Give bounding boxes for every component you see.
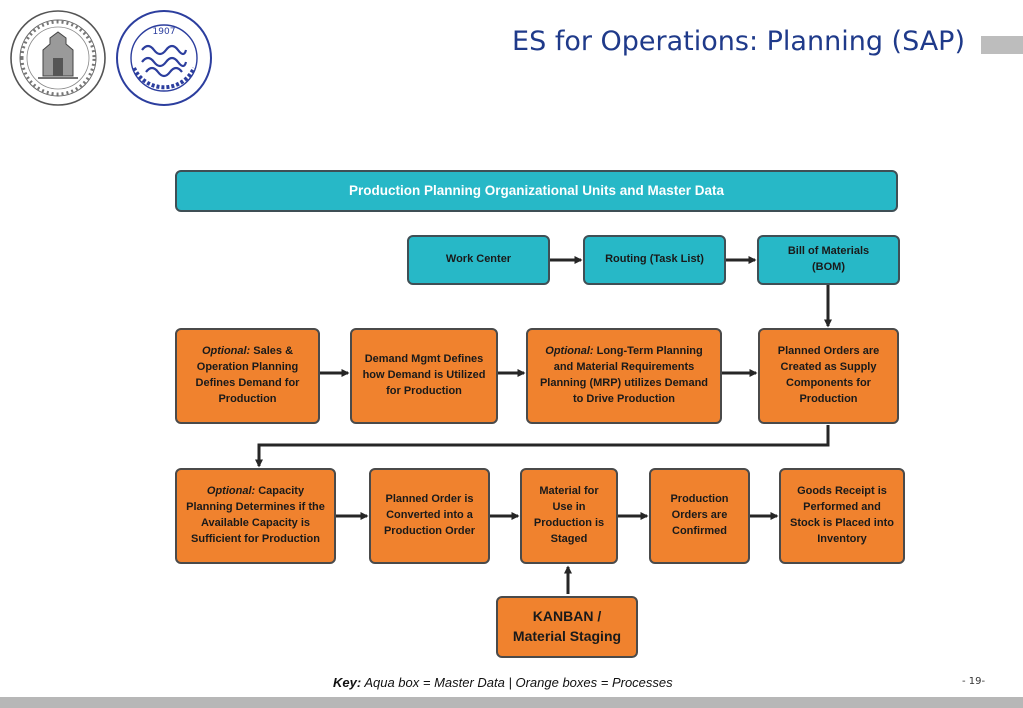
key-label: Key: (333, 675, 362, 690)
diagram-key: Key: Aqua box = Master Data | Orange box… (333, 675, 673, 690)
politecnico-torino-seal-logo (10, 10, 106, 106)
process-orders-confirmed: Production Orders are Confirmed (649, 468, 750, 564)
process-demand-management: Demand Mgmt Defines how Demand is Utiliz… (350, 328, 498, 424)
master-data-work-center: Work Center (407, 235, 550, 285)
page-number: - 19- (962, 676, 986, 687)
footer-bar (0, 697, 1023, 708)
process-convert-to-production-order: Planned Order is Converted into a Produc… (369, 468, 490, 564)
process-text: Planned Orders are Created as Supply Com… (777, 345, 880, 405)
process-text: Capacity Planning Determines if the Avai… (186, 485, 325, 545)
optional-label: Optional: (545, 345, 594, 358)
diagram-header: Production Planning Organizational Units… (175, 170, 898, 212)
optional-label: Optional: (201, 345, 251, 358)
tongji-university-logo: 1907 (116, 10, 212, 106)
key-text: Aqua box = Master Data | Orange boxes = … (361, 675, 673, 690)
arrow-row1-to-row2 (255, 425, 830, 468)
logo-year: 1907 (153, 27, 176, 37)
process-capacity-planning: Optional: Capacity Planning Determines i… (175, 468, 336, 564)
process-text: Planned Order is Converted into a Produc… (383, 493, 476, 537)
kanban-material-staging: KANBAN / Material Staging (496, 596, 638, 658)
process-text: Demand Mgmt Defines how Demand is Utiliz… (362, 353, 486, 397)
process-text: Material for Use in Production is Staged (533, 485, 605, 545)
process-text: Production Orders are Confirmed (670, 493, 729, 537)
title-accent-bar (981, 36, 1023, 54)
process-mrp: Optional: Long-Term Planning and Materia… (526, 328, 722, 424)
process-text: Goods Receipt is Performed and Stock is … (790, 485, 894, 545)
process-planned-orders-created: Planned Orders are Created as Supply Com… (758, 328, 899, 424)
master-data-routing: Routing (Task List) (583, 235, 726, 285)
master-data-bom: Bill of Materials (BOM) (757, 235, 900, 285)
process-text: Sales & Operation Planning Defines Deman… (195, 345, 300, 405)
process-text: Long-Term Planning and Material Requirem… (539, 345, 709, 405)
process-material-staged: Material for Use in Production is Staged (520, 468, 618, 564)
process-sales-operation-planning: Optional: Sales & Operation Planning Def… (175, 328, 320, 424)
slide-title: ES for Operations: Planning (SAP) (512, 26, 965, 57)
optional-label: Optional: (206, 485, 256, 498)
process-goods-receipt: Goods Receipt is Performed and Stock is … (779, 468, 905, 564)
